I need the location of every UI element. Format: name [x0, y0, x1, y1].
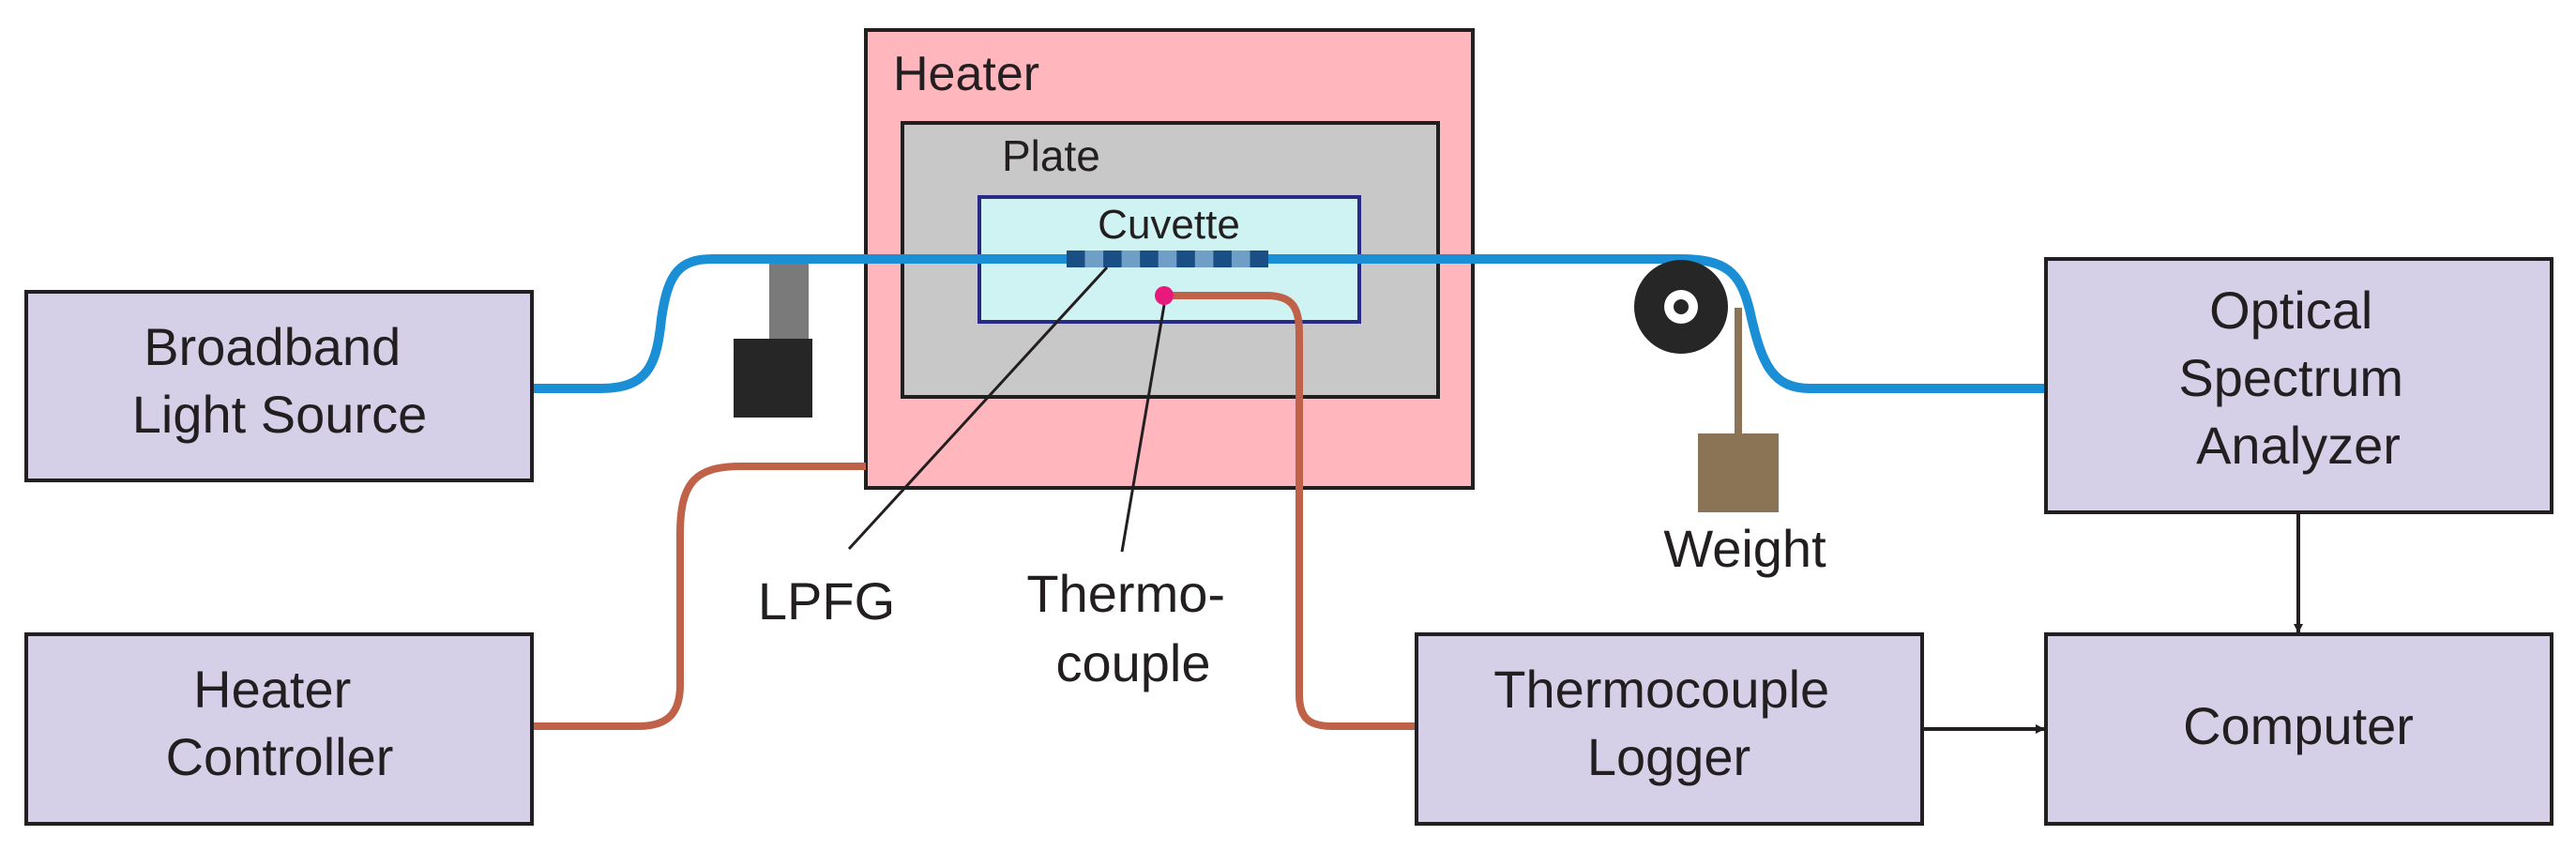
heater-controller-label: Heater Controller	[166, 660, 394, 786]
thermocouple-logger: Thermocouple Logger	[1415, 632, 1924, 826]
fiber-clamp-icon	[734, 263, 812, 418]
thermocouple-label-line-2: couple	[1055, 633, 1210, 692]
thermocouple-label: Thermo- couple	[1026, 564, 1239, 692]
light-source-box	[24, 290, 534, 482]
osa-box	[2044, 257, 2553, 514]
heater-wire	[532, 463, 866, 730]
tc-logger-box	[1415, 632, 1924, 826]
optical-spectrum-analyzer: Optical Spectrum Analyzer	[2044, 257, 2553, 514]
thermocouple-leader-line	[1120, 304, 1166, 553]
pulley-icon	[1634, 260, 1728, 354]
computer-box	[2044, 632, 2553, 826]
osa-line-1: Optical	[2209, 281, 2372, 340]
pulley-axle	[1674, 299, 1689, 314]
thermocouple-label-line-1: Thermo-	[1026, 564, 1225, 623]
heater-controller: Heater Controller	[24, 632, 534, 826]
grating-band	[1103, 251, 1122, 267]
clamp-post	[769, 263, 809, 341]
thermocouple-wire	[1164, 292, 1417, 730]
grating-band	[1250, 251, 1268, 267]
heater-controller-box	[24, 632, 534, 826]
heater-controller-line-1: Heater	[193, 660, 351, 719]
tc-logger-line-2: Logger	[1587, 727, 1750, 786]
lpfg-grating	[1067, 251, 1268, 267]
osa-line-2: Spectrum	[2178, 348, 2403, 407]
tc-logger-label: Thermocouple Logger	[1493, 660, 1844, 786]
tc-logger-line-1: Thermocouple	[1493, 660, 1829, 719]
clamp-base	[734, 339, 812, 418]
lpfg-label: LPFG	[758, 571, 895, 631]
cuvette-label: Cuvette	[1098, 202, 1240, 248]
grating-band	[1213, 251, 1232, 267]
osa-line-3: Analyzer	[2196, 416, 2401, 475]
heater-label: Heater	[893, 47, 1039, 101]
broadband-light-source: Broadband Light Source	[24, 290, 534, 482]
light-source-label: Broadband Light Source	[132, 317, 427, 444]
weight-label: Weight	[1663, 519, 1826, 578]
computer: Computer	[2044, 632, 2553, 826]
light-source-line-2: Light Source	[132, 385, 427, 444]
grating-band	[1067, 251, 1085, 267]
weight-icon	[1698, 433, 1779, 512]
heater-controller-line-2: Controller	[166, 727, 394, 786]
light-source-line-1: Broadband	[144, 317, 401, 376]
plate-label: Plate	[1002, 131, 1100, 180]
grating-body	[1067, 251, 1268, 267]
computer-label: Computer	[2183, 696, 2414, 755]
grating-band	[1140, 251, 1159, 267]
grating-band	[1176, 251, 1195, 267]
osa-label: Optical Spectrum Analyzer	[2178, 281, 2417, 475]
thermocouple-tip	[1155, 286, 1174, 305]
grating-segments	[1067, 251, 1268, 267]
lpfg-leader-line	[847, 266, 1109, 551]
